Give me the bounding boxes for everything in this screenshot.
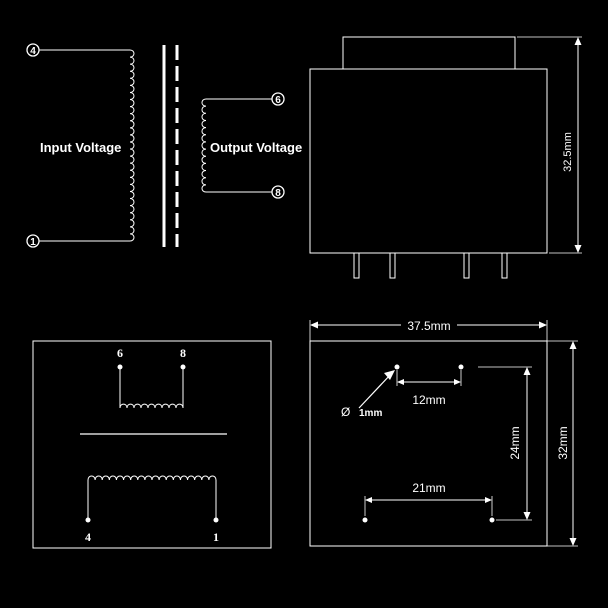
arrow-right-icon	[485, 497, 492, 503]
arrow-down-icon	[574, 245, 582, 253]
hole-bottom-left	[362, 517, 368, 523]
side-view: 32.5mm	[309, 36, 582, 279]
hole-bottom-right	[489, 517, 495, 523]
bobbin-top	[342, 36, 516, 70]
secondary-coil	[201, 98, 207, 193]
side-pin	[501, 252, 508, 279]
arrow-left-icon	[365, 497, 372, 503]
primary-winding	[87, 475, 217, 520]
pin-view-frame	[32, 340, 272, 549]
side-pin	[353, 252, 360, 279]
pin-view-label-6: 6	[117, 346, 123, 360]
depth-label: 32mm	[556, 426, 570, 459]
arrow-up-icon	[523, 367, 531, 375]
arrow-up-icon	[574, 37, 582, 45]
pin-dot-4	[85, 517, 91, 523]
pin-label-4: 4	[30, 46, 36, 57]
footprint-frame	[309, 340, 548, 547]
pin-view: 6 8 4 1	[32, 340, 272, 549]
spacing-bottom-label: 21mm	[412, 481, 445, 495]
arrow-right-icon	[539, 321, 547, 329]
hole-top-left	[394, 364, 400, 370]
spacing-top-label: 12mm	[412, 393, 445, 407]
pin-label-1: 1	[30, 237, 36, 248]
pin-view-label-8: 8	[180, 346, 186, 360]
primary-coil	[129, 49, 135, 242]
hole-top-right	[458, 364, 464, 370]
arrow-right-icon	[454, 379, 461, 385]
arrow-up-icon	[569, 341, 577, 349]
pin-label-8: 8	[275, 188, 281, 199]
row-spacing-label: 24mm	[508, 426, 522, 459]
width-label-mask	[401, 318, 457, 332]
schematic: 4 1 6 8 Input Voltage Output Voltage	[26, 43, 302, 248]
side-pin	[389, 252, 396, 279]
pin-view-label-4: 4	[85, 530, 91, 544]
diameter-symbol: Ø	[341, 405, 350, 419]
width-label: 37.5mm	[407, 319, 450, 333]
input-voltage-label: Input Voltage	[40, 140, 121, 155]
arrow-leader-icon	[384, 370, 395, 380]
pin-dot-1	[213, 517, 219, 523]
height-label: 32.5mm	[562, 132, 574, 172]
arrow-left-icon	[310, 321, 318, 329]
footprint-view: 37.5mm 32mm 12mm 21mm 24mm	[309, 318, 578, 547]
side-pin	[463, 252, 470, 279]
hole-diameter-label: 1mm	[359, 408, 382, 419]
transformer-body	[309, 68, 548, 254]
arrow-down-icon	[523, 512, 531, 520]
pin-view-label-1: 1	[213, 530, 219, 544]
arrow-down-icon	[569, 538, 577, 546]
diameter-leader	[358, 373, 392, 409]
arrow-left-icon	[397, 379, 404, 385]
output-voltage-label: Output Voltage	[210, 140, 302, 155]
pin-label-6: 6	[275, 95, 281, 106]
secondary-winding	[119, 367, 184, 409]
